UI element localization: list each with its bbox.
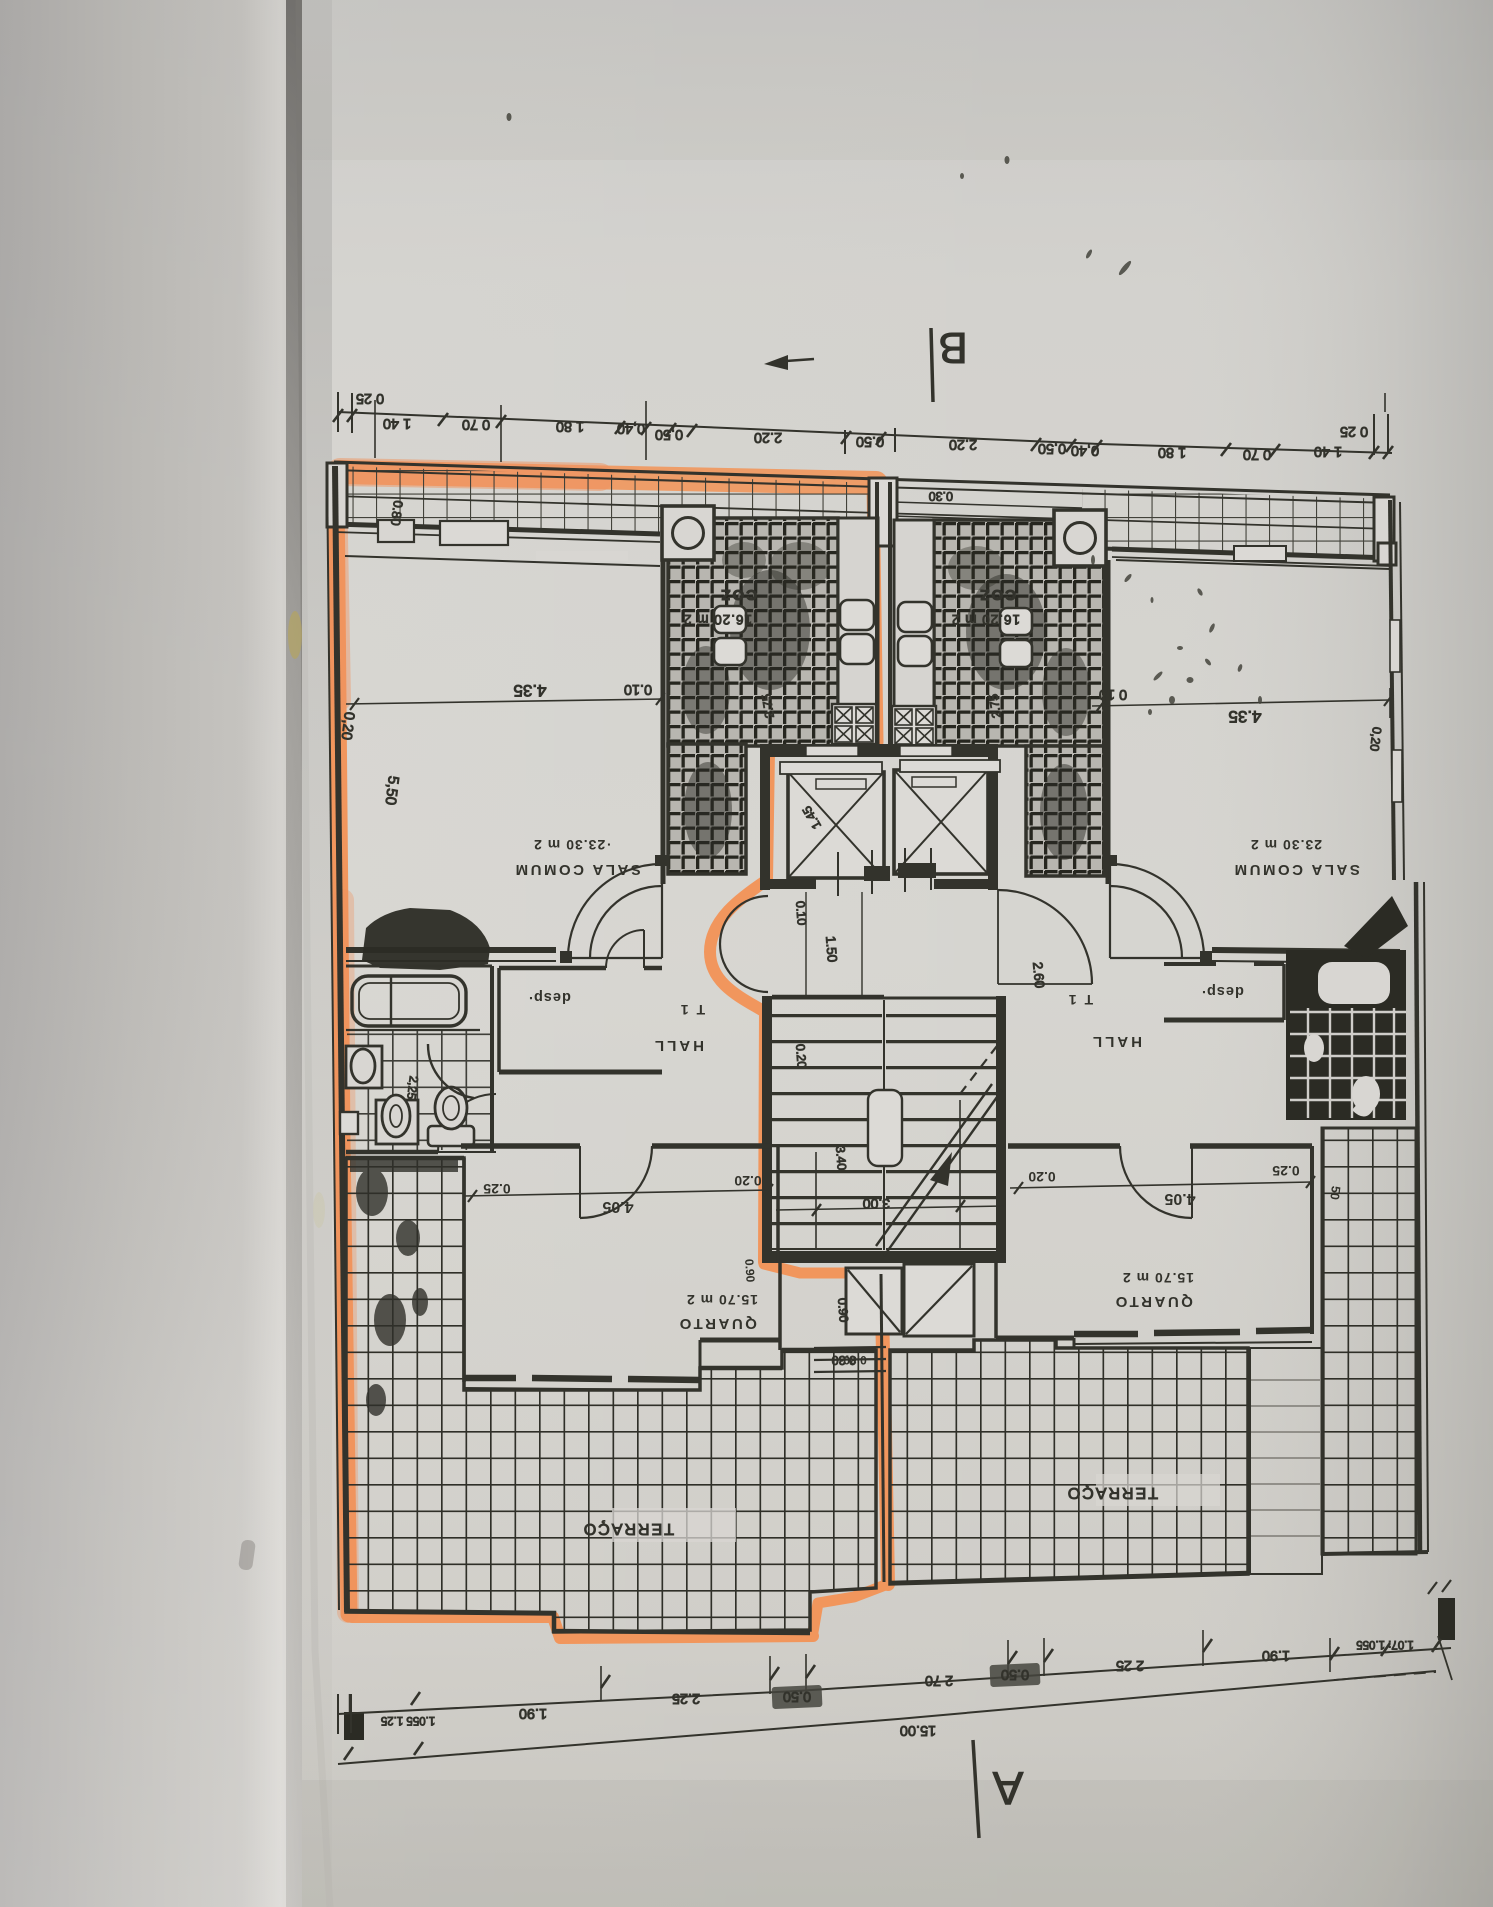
svg-text:COZ: COZ [719,586,757,603]
svg-text:0.90: 0.90 [835,1298,851,1323]
svg-text:HALL: HALL [652,1037,704,1054]
svg-text:0,20: 0,20 [338,711,357,741]
svg-text:SALA COMUM: SALA COMUM [1232,861,1360,878]
svg-text:0 25: 0 25 [356,390,384,406]
svg-text:0 25: 0 25 [1340,423,1368,439]
svg-text:TERRAÇO: TERRAÇO [582,1520,674,1537]
svg-text:16.20 m 2: 16.20 m 2 [683,612,752,627]
svg-text:0 70: 0 70 [1243,446,1271,462]
svg-text:15.70 m 2: 15.70 m 2 [686,1292,758,1308]
svg-text:3.40: 3.40 [833,1146,849,1171]
svg-text:2.60: 2.60 [1030,961,1047,988]
svg-text:0,50: 0,50 [655,426,683,442]
svg-text:2.20: 2.20 [949,436,977,452]
svg-text:0.10: 0.10 [624,681,652,697]
svg-text:1 40: 1 40 [1314,443,1342,459]
svg-text:1.07: 1.055: 1.07: 1.055 [1356,1638,1414,1650]
svg-text:0,40: 0,40 [1071,442,1099,458]
svg-text:·23.30 m 2: ·23.30 m 2 [533,837,611,853]
svg-text:2.75: 2.75 [986,693,1004,719]
svg-text:QUARTO: QUARTO [677,1315,757,1332]
svg-text:TERRAÇO: TERRAÇO [1066,1484,1158,1501]
svg-text:0.90: 0.90 [742,1259,758,1284]
svg-text:0.50: 0.50 [856,433,884,449]
svg-text:B: B [938,323,967,372]
svg-text:5,50: 5,50 [382,775,402,806]
svg-text:0.30: 0.30 [929,489,953,503]
svg-text:desp·: desp· [1200,983,1244,999]
svg-text:HALL: HALL [1090,1033,1142,1050]
svg-text:16.20 m 2: 16.20 m 2 [951,612,1020,627]
svg-text:A: A [992,1762,1023,1814]
svg-text:0.25: 0.25 [483,1181,510,1197]
svg-text:2,25: 2,25 [404,1075,421,1100]
svg-text:4.05: 4.05 [602,1198,633,1215]
svg-text:2 25: 2 25 [1116,1657,1144,1673]
svg-text:2.20: 2.20 [754,429,782,445]
svg-text:4.05: 4.05 [1164,1190,1195,1207]
svg-text:15.00: 15.00 [900,1722,936,1738]
svg-text:0.25: 0.25 [1272,1163,1299,1179]
svg-text:2 70: 2 70 [925,1672,953,1688]
svg-text:1 80: 1 80 [556,418,584,434]
svg-text:0 70: 0 70 [462,416,490,432]
svg-text:23.30 m 2: 23.30 m 2 [1250,837,1322,853]
svg-text:COZ: COZ [978,586,1016,603]
svg-text:1.90: 1.90 [1262,1647,1290,1663]
svg-text:0,40: 0,40 [617,420,645,436]
svg-text:0.20: 0.20 [1028,1169,1055,1185]
svg-text:2.75: 2.75 [759,693,777,719]
svg-text:2.25: 2.25 [672,1690,700,1706]
svg-text:1 80: 1 80 [1158,444,1186,460]
svg-text:0.80: 0.80 [388,500,406,527]
svg-text:0.50: 0.50 [1001,1666,1029,1682]
svg-text:0 10: 0 10 [1099,686,1127,702]
svg-text:4.35: 4.35 [1228,707,1261,726]
svg-text:0,50: 0,50 [1038,440,1066,456]
svg-text:0.20: 0.20 [734,1173,761,1189]
svg-text:4.35: 4.35 [513,681,546,700]
svg-text:0.30: 0.30 [843,1353,867,1367]
svg-text:T 1: T 1 [1067,992,1093,1008]
svg-text:SALA COMUM: SALA COMUM [513,861,641,878]
svg-text:T 1: T 1 [679,1002,705,1018]
svg-text:3.00: 3.00 [863,1196,890,1212]
svg-text:15.70 m 2: 15.70 m 2 [1122,1270,1194,1286]
svg-text:50: 50 [1327,1185,1343,1201]
svg-text:0.50: 0.50 [783,1688,811,1704]
svg-text:1.055 1.25: 1.055 1.25 [381,1714,435,1726]
svg-text:desp·: desp· [527,989,571,1005]
svg-text:1.50: 1.50 [823,935,840,962]
svg-text:0.10: 0.10 [793,901,809,926]
svg-text:QUARTO: QUARTO [1113,1293,1193,1310]
svg-text:0,20: 0,20 [1367,726,1384,752]
svg-text:1.90: 1.90 [519,1705,547,1721]
svg-text:1 40: 1 40 [383,415,411,431]
